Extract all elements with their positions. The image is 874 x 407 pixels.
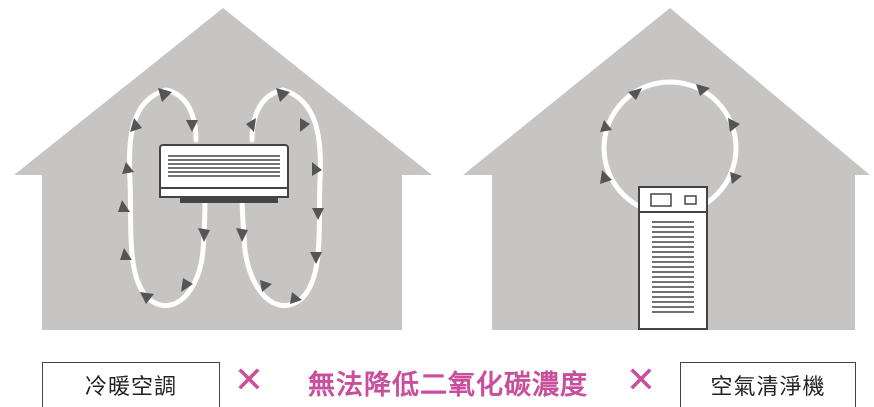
arrow-icon [600, 120, 612, 132]
airflow-loop-inner-right [249, 87, 286, 143]
arrow-icon [276, 88, 290, 102]
cannot-reduce-co2-headline: 無法降低二氧化碳濃度 [308, 369, 588, 401]
airflow-loop-inner-left [163, 87, 199, 143]
arrow-icon [140, 292, 154, 304]
arrow-icon [696, 84, 710, 96]
arrow-icon [300, 118, 310, 132]
arrow-icon [130, 118, 142, 132]
x-mark-icon: ✕ [625, 360, 657, 401]
arrow-icon [118, 200, 130, 212]
arrow-icon [246, 118, 256, 132]
air-purifier-unit [638, 186, 708, 330]
arrow-icon [730, 172, 742, 184]
arrow-icon [312, 208, 324, 220]
air-conditioner-label: 冷暖空調 [42, 362, 220, 407]
illustration [14, 8, 870, 330]
arrow-icon [628, 88, 642, 100]
ac-airflow-arrows [118, 88, 324, 304]
airflow-loop-outer-right [239, 87, 323, 308]
air-conditioner-unit [159, 144, 289, 203]
arrow-icon [312, 162, 322, 176]
arrow-icon [310, 252, 322, 264]
right-house [463, 8, 870, 330]
arrow-icon [600, 170, 612, 184]
air-purifier-label: 空氣清淨機 [680, 362, 856, 407]
arrow-icon [181, 278, 193, 292]
arrow-icon [260, 280, 272, 292]
x-mark-icon: ✕ [233, 360, 265, 401]
arrow-icon [122, 162, 134, 174]
arrow-icon [728, 118, 740, 132]
arrow-icon [120, 248, 132, 260]
arrow-icon [158, 88, 172, 102]
arrow-icon [198, 228, 210, 242]
arrow-icon [186, 120, 198, 132]
arrow-icon [290, 292, 302, 304]
arrow-icon [236, 228, 248, 242]
